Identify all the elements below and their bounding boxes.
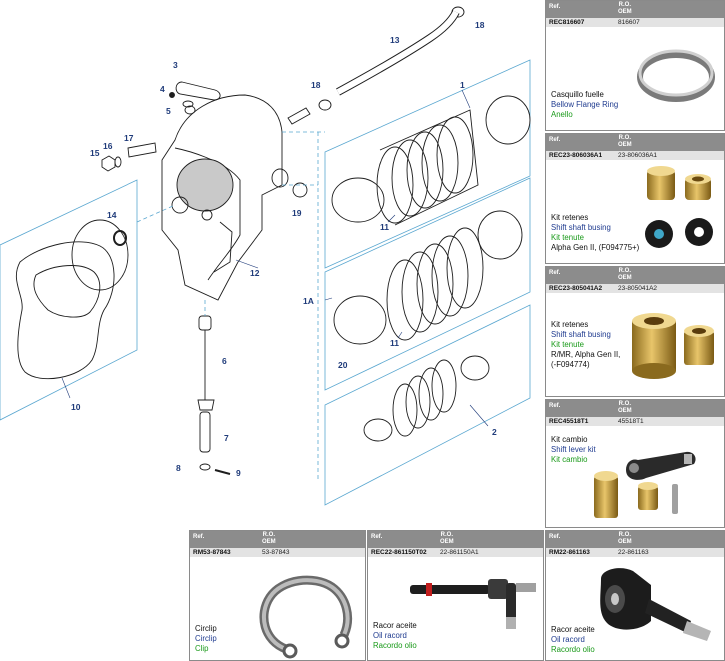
callout-4: 4 xyxy=(160,84,165,94)
bellows-1 xyxy=(331,95,531,226)
part-card-rec22-861150t02[interactable]: Ref. R.O.OEM REC22-861150T02 22-861150A1… xyxy=(367,530,544,661)
part-code: REC22-861150T02 xyxy=(371,548,427,556)
callout-1a: 1A xyxy=(303,296,314,306)
desc-es: Kit cambio xyxy=(551,435,588,444)
card-header: Ref. R.O.OEM REC45518T1 45518T1 xyxy=(546,400,724,426)
part-code: REC23-805041A2 xyxy=(549,284,603,292)
callout-10: 10 xyxy=(71,402,81,412)
callout-2: 2 xyxy=(492,427,497,437)
desc-en: Shift shaft busing xyxy=(551,223,611,232)
desc-es: Kit retenes xyxy=(551,320,589,329)
part-code: RM53-87843 xyxy=(193,548,231,556)
card-header: Ref. R.O.OEM REC816607 816607 xyxy=(546,1,724,27)
oem-code: 22-861150A1 xyxy=(440,548,479,556)
bellows-1a xyxy=(333,210,523,345)
desc-en: Bellow Flange Ring xyxy=(551,100,619,109)
card-header: Ref. R.O.OEM REC22-861150T02 22-861150A1 xyxy=(368,531,543,557)
gasket-panel-outline xyxy=(0,179,138,421)
desc-es: Racor aceite xyxy=(551,625,595,634)
desc-en: Shift lever kit xyxy=(551,445,596,454)
card-header: Ref. R.O.OEM RM22-861163 22-861163 xyxy=(546,531,724,557)
desc-it: Kit tenute xyxy=(551,340,584,349)
circlip-image xyxy=(259,575,352,659)
oem-code: 23-806036A1 xyxy=(618,151,658,159)
callout-18b: 18 xyxy=(475,20,485,30)
bushing-kit-image xyxy=(632,313,714,379)
desc-en: Shift shaft busing xyxy=(551,330,611,339)
callout-11b: 11 xyxy=(390,338,399,348)
callout-15: 15 xyxy=(90,148,100,158)
card-header: Ref. R.O.OEM REC23-805041A2 23-805041A2 xyxy=(546,267,724,293)
oem-code: 816607 xyxy=(618,18,640,26)
desc-note: Alpha Gen II, (F094775+) xyxy=(551,243,640,252)
part-code: REC23-806036A1 xyxy=(549,151,603,159)
part-card-rec23-805041a2[interactable]: Ref. R.O.OEM REC23-805041A2 23-805041A2 … xyxy=(545,266,725,397)
callout-12: 12 xyxy=(250,268,260,278)
callout-11a: 11 xyxy=(380,222,389,232)
desc-note: R/MR, Alpha Gen II, xyxy=(551,350,621,359)
desc-es: Kit retenes xyxy=(551,213,589,222)
desc-en: Circlip xyxy=(195,634,217,643)
desc-it: Kit tenute xyxy=(551,233,584,242)
desc-en: Oil racord xyxy=(551,635,585,644)
shift-lever-kit-image xyxy=(594,451,696,518)
exploded-diagram xyxy=(0,6,531,506)
desc-it: Anello xyxy=(551,110,573,119)
desc-note-2: (-F094774) xyxy=(551,360,590,369)
callout-17: 17 xyxy=(124,133,134,143)
callout-20: 20 xyxy=(338,360,348,370)
callout-9: 9 xyxy=(236,468,241,478)
desc-en: Oil racord xyxy=(373,631,407,640)
callout-18a: 18 xyxy=(311,80,321,90)
shift-shaft-bushing-kit-image xyxy=(645,166,713,248)
part-card-rec45518t1[interactable]: Ref. R.O.OEM REC45518T1 45518T1 Kit camb… xyxy=(545,399,725,528)
oem-code: 45518T1 xyxy=(618,417,644,425)
callout-16: 16 xyxy=(103,141,113,151)
bellows-2 xyxy=(363,355,490,442)
oil-racord-image xyxy=(410,579,536,629)
part-card-rec816607[interactable]: Ref. R.O.OEM REC816607 816607 Casquillo … xyxy=(545,0,725,131)
desc-it: Clip xyxy=(195,644,209,653)
callout-19: 19 xyxy=(292,208,302,218)
callout-1: 1 xyxy=(460,80,465,90)
oem-code: 53-87843 xyxy=(262,548,290,556)
bellows-panel-1a xyxy=(324,177,531,391)
part-card-rec23-806036a1[interactable]: Ref. R.O.OEM REC23-806036A1 23-806036A1 … xyxy=(545,133,725,264)
part-card-rm53-87843[interactable]: Ref. R.O.OEM RM53-87843 53-87843 Circlip… xyxy=(189,530,366,661)
callout-7: 7 xyxy=(224,433,229,443)
callout-3: 3 xyxy=(173,60,178,70)
desc-es: Racor aceite xyxy=(373,621,417,630)
part-code: RM22-861163 xyxy=(549,548,590,556)
oil-racord-elbow-image xyxy=(600,568,711,641)
callout-8: 8 xyxy=(176,463,181,473)
bellow-flange-ring-image xyxy=(637,49,715,102)
callout-6: 6 xyxy=(222,356,227,366)
o-ring-large xyxy=(71,219,129,291)
bellows-panel-2 xyxy=(324,304,531,506)
desc-it: Kit cambio xyxy=(551,455,588,464)
callout-14: 14 xyxy=(107,210,117,220)
stud-17 xyxy=(127,142,157,158)
part-card-rm22-861163[interactable]: Ref. R.O.OEM RM22-861163 22-861163 Racor… xyxy=(545,530,725,661)
callout-5: 5 xyxy=(166,106,171,116)
oem-code: 22-861163 xyxy=(618,548,649,556)
shift-lever-3 xyxy=(175,81,221,101)
part-code: REC816607 xyxy=(549,18,585,26)
desc-es: Casquillo fuelle xyxy=(551,90,604,99)
desc-it: Racordo olio xyxy=(373,641,417,650)
gimbal-housing xyxy=(161,94,283,301)
callout-13: 13 xyxy=(390,35,400,45)
card-header: Ref. R.O.OEM RM53-87843 53-87843 xyxy=(190,531,365,557)
gasket-part xyxy=(15,241,115,380)
oem-code: 23-805041A2 xyxy=(618,284,658,292)
desc-it: Racordo olio xyxy=(551,645,595,654)
desc-es: Circlip xyxy=(195,624,217,633)
part-code: REC45518T1 xyxy=(549,417,589,425)
card-header: Ref. R.O.OEM REC23-806036A1 23-806036A1 xyxy=(546,134,724,160)
bellows-panel-1 xyxy=(324,59,531,269)
o-ring-14 xyxy=(113,230,127,246)
